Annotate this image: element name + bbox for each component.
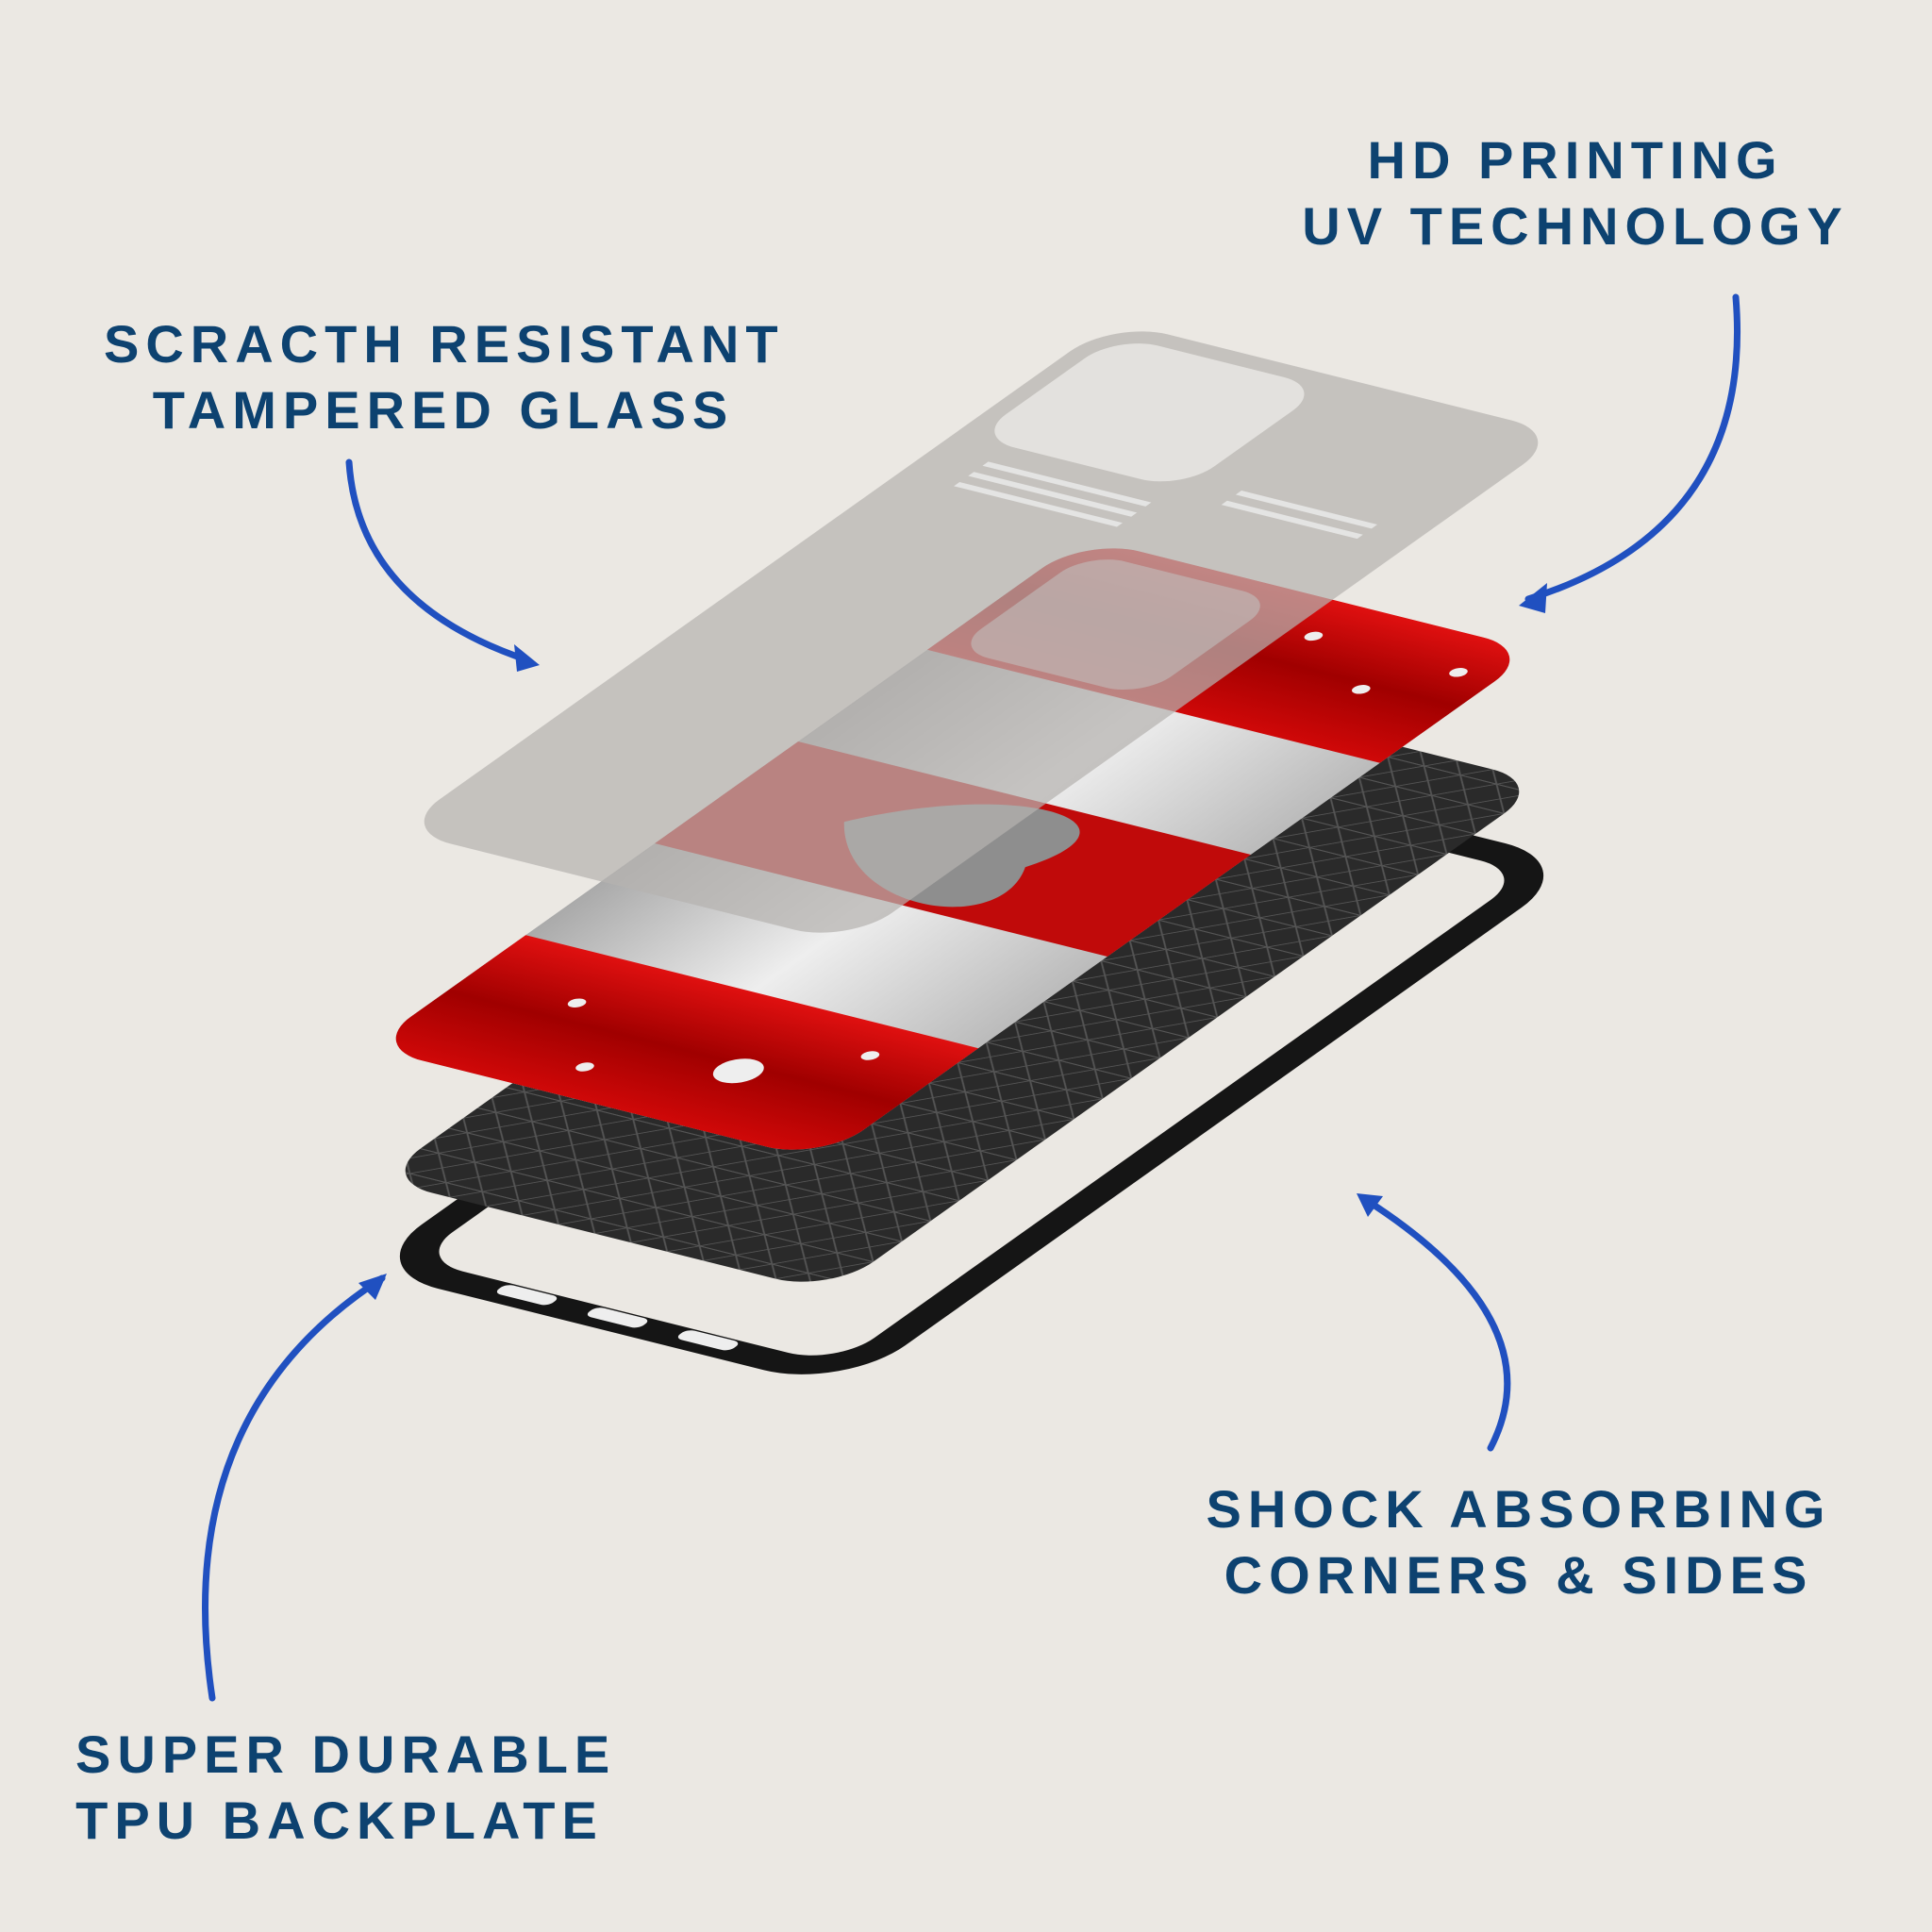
label-line: SCRACTH RESISTANT [104, 314, 785, 374]
label-line: UV TECHNOLOGY [1302, 196, 1849, 256]
label-line: TPU BACKPLATE [75, 1790, 604, 1850]
arrows [202, 293, 1740, 1702]
label-shock: SHOCK ABSORBING CORNERS & SIDES [1189, 1476, 1849, 1608]
label-line: TAMPERED GLASS [152, 380, 735, 440]
label-printing: HD PRINTING UV TECHNOLOGY [1292, 127, 1858, 259]
arrow-shock [1359, 1194, 1511, 1452]
arrow-backplate [202, 1274, 386, 1702]
label-line: SHOCK ABSORBING [1206, 1479, 1832, 1539]
arrow-printing [1524, 293, 1740, 603]
label-glass: SCRACTH RESISTANT TAMPERED GLASS [104, 311, 783, 443]
label-line: CORNERS & SIDES [1224, 1545, 1814, 1605]
label-line: HD PRINTING [1367, 130, 1784, 190]
label-line: SUPER DURABLE [75, 1724, 617, 1784]
arrow-glass [345, 458, 532, 664]
tempered-glass-layer [424, 331, 1539, 933]
arrowheads [358, 583, 1547, 1300]
label-backplate: SUPER DURABLE TPU BACKPLATE [75, 1722, 617, 1854]
